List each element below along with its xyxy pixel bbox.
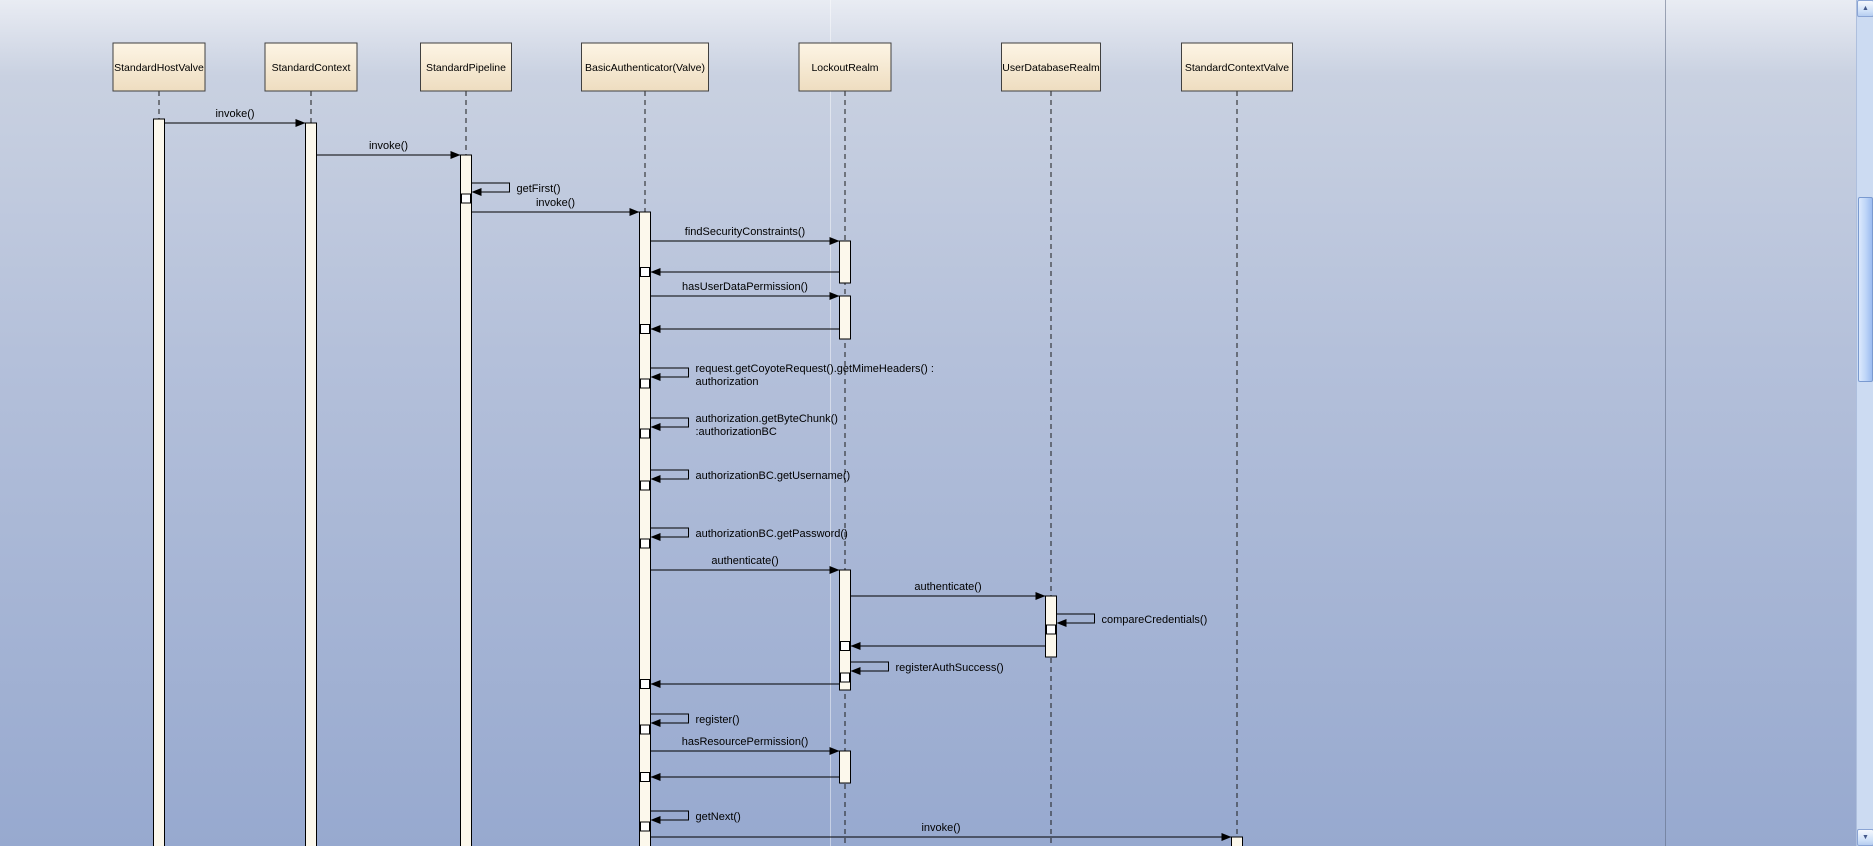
actor-label-StandardHostValve: StandardHostValve — [114, 62, 204, 74]
arrowhead-icon — [1035, 592, 1046, 600]
return-point-marker — [640, 821, 650, 832]
message-label: hasResourcePermission() — [682, 736, 809, 748]
message-label: request.getCoyoteRequest().getMimeHeader… — [696, 363, 934, 375]
arrowhead-icon — [650, 373, 661, 381]
arrowhead-icon — [650, 533, 661, 541]
message-self-line[interactable] — [471, 182, 510, 193]
message-self-line[interactable] — [1056, 613, 1095, 624]
message-label: authenticate() — [711, 555, 778, 567]
return-point-marker — [640, 538, 650, 549]
arrowhead-icon — [650, 423, 661, 431]
arrowhead-icon — [1221, 833, 1232, 841]
scroll-up-icon: ▲ — [1862, 5, 1869, 12]
return-point-marker — [640, 267, 650, 277]
message-label: authorizationBC.getPassword() — [696, 528, 848, 540]
arrowhead-icon — [650, 268, 661, 276]
message-label: hasUserDataPermission() — [682, 281, 808, 293]
message-self-line[interactable] — [850, 661, 889, 672]
activation-bar-StandardContext[interactable] — [305, 122, 317, 846]
return-point-marker — [640, 724, 650, 735]
message-label: findSecurityConstraints() — [685, 226, 805, 238]
return-point-marker — [840, 641, 850, 651]
return-point-marker — [1046, 624, 1056, 635]
arrowhead-icon — [829, 566, 840, 574]
activation-bar-BasicAuthenticatorValve[interactable] — [639, 211, 651, 846]
page-boundary-line — [830, 0, 831, 846]
activation-bar-StandardPipeline[interactable] — [460, 154, 472, 846]
activation-bar-LockoutRealm[interactable] — [839, 240, 851, 284]
message-self-line[interactable] — [650, 417, 689, 428]
arrowhead-icon — [1056, 619, 1067, 627]
page-boundary-line — [1665, 0, 1666, 846]
return-point-marker — [640, 378, 650, 389]
message-label: invoke() — [369, 140, 408, 152]
actor-box-StandardHostValve[interactable] — [112, 42, 206, 92]
return-point-marker — [640, 428, 650, 439]
actor-box-StandardContextValve[interactable] — [1181, 42, 1293, 92]
arrowhead-icon — [295, 119, 306, 127]
actor-box-StandardPipeline[interactable] — [420, 42, 512, 92]
message-label: compareCredentials() — [1102, 614, 1208, 626]
actor-box-BasicAuthenticatorValve[interactable] — [581, 42, 709, 92]
actor-label-LockoutRealm: LockoutRealm — [811, 62, 878, 74]
return-point-marker — [840, 672, 850, 683]
arrowhead-icon — [650, 680, 661, 688]
message-label: authorizationBC.getUsername() — [696, 470, 851, 482]
arrowhead-icon — [829, 237, 840, 245]
message-self-line[interactable] — [650, 367, 689, 378]
activation-bar-LockoutRealm[interactable] — [839, 750, 851, 784]
message-label: authorization.getByteChunk() — [696, 413, 838, 425]
message-self-line[interactable] — [650, 810, 689, 821]
actor-label-StandardPipeline: StandardPipeline — [426, 62, 506, 74]
actor-box-LockoutRealm[interactable] — [798, 42, 892, 92]
arrowhead-icon — [829, 747, 840, 755]
return-point-marker — [640, 679, 650, 689]
actor-label-StandardContext: StandardContext — [272, 62, 351, 74]
activation-bar-LockoutRealm[interactable] — [839, 295, 851, 340]
return-point-marker — [640, 480, 650, 491]
arrowhead-icon — [650, 816, 661, 824]
arrowhead-icon — [629, 208, 640, 216]
scrollbar-thumb[interactable] — [1858, 197, 1873, 382]
arrowhead-icon — [650, 719, 661, 727]
arrowhead-icon — [850, 642, 861, 650]
message-self-line[interactable] — [650, 469, 689, 480]
arrowhead-icon — [650, 773, 661, 781]
actor-label-StandardContextValve: StandardContextValve — [1185, 62, 1289, 74]
return-point-marker — [461, 193, 471, 204]
activation-bar-LockoutRealm[interactable] — [839, 569, 851, 691]
message-label: getNext() — [696, 811, 741, 823]
message-label: invoke() — [536, 197, 575, 209]
scroll-down-button[interactable]: ▼ — [1857, 829, 1873, 846]
return-point-marker — [640, 772, 650, 782]
actor-box-UserDatabaseRealm[interactable] — [1001, 42, 1101, 92]
message-label: register() — [696, 714, 740, 726]
arrowhead-icon — [850, 667, 861, 675]
message-self-line[interactable] — [650, 713, 689, 724]
actor-label-UserDatabaseRealm: UserDatabaseRealm — [1002, 62, 1100, 74]
message-label: authenticate() — [914, 581, 981, 593]
actor-box-StandardContext[interactable] — [264, 42, 358, 92]
activation-bar-StandardHostValve[interactable] — [153, 118, 165, 846]
arrowhead-icon — [450, 151, 461, 159]
actor-label-BasicAuthenticatorValve: BasicAuthenticator(Valve) — [585, 62, 705, 74]
message-label: authorization — [696, 376, 759, 388]
message-label: invoke() — [921, 822, 960, 834]
arrowhead-icon — [650, 475, 661, 483]
scroll-up-button[interactable]: ▲ — [1857, 0, 1873, 17]
message-self-line[interactable] — [650, 527, 689, 538]
vertical-scrollbar[interactable]: ▲ ▼ — [1856, 0, 1873, 846]
arrowhead-icon — [650, 325, 661, 333]
message-label: registerAuthSuccess() — [896, 662, 1004, 674]
message-label: invoke() — [215, 108, 254, 120]
arrowhead-icon — [829, 292, 840, 300]
return-point-marker — [640, 324, 650, 334]
message-label: :authorizationBC — [696, 426, 777, 438]
scroll-down-icon: ▼ — [1862, 834, 1869, 841]
arrowhead-icon — [471, 188, 482, 196]
message-label: getFirst() — [517, 183, 561, 195]
activation-bar-StandardContextValve[interactable] — [1231, 836, 1243, 846]
